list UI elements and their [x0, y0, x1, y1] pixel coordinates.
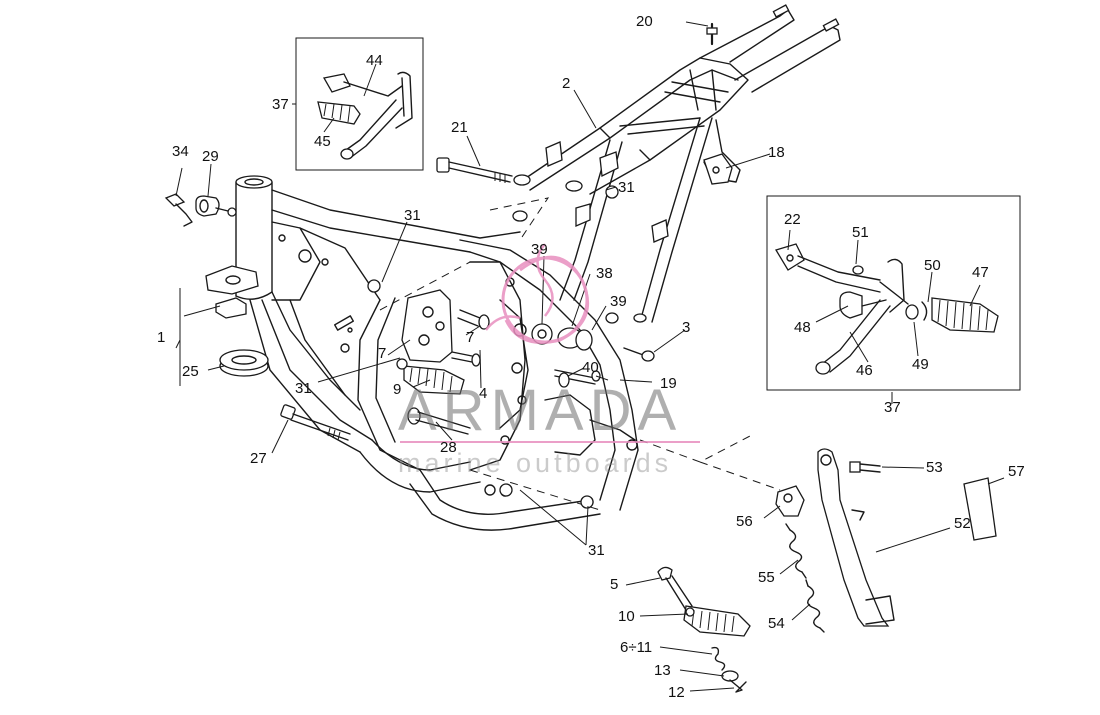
callout-1: 1 — [157, 329, 166, 346]
leader-lines — [175, 21, 1005, 692]
callout-45: 45 — [314, 133, 331, 150]
callout-53: 53 — [926, 459, 943, 476]
callout-56: 56 — [736, 513, 753, 530]
callout-19: 19 — [660, 375, 677, 392]
inset-left-footrest — [317, 71, 413, 160]
callout-5: 5 — [610, 576, 619, 593]
callout-51: 51 — [852, 224, 869, 241]
part-28-bolt — [407, 407, 471, 435]
callout-20: 20 — [636, 13, 653, 30]
callout-47: 47 — [972, 264, 989, 281]
callout-46: 46 — [856, 362, 873, 379]
callout-6-11: 6÷11 — [620, 639, 653, 656]
callout-37-inset-left: 37 — [272, 96, 289, 113]
callout-40: 40 — [582, 359, 599, 376]
part-9-footpeg — [403, 365, 465, 395]
inset-right-footrest — [775, 243, 999, 375]
callout-39-top: 39 — [531, 241, 548, 258]
part-20-bolt — [706, 22, 718, 46]
callout-48: 48 — [794, 319, 811, 336]
callout-25: 25 — [182, 363, 199, 380]
watermark-brand: ARMADA — [398, 378, 683, 443]
callout-7-left: 7 — [378, 345, 387, 362]
part-57-pad — [963, 477, 997, 541]
callout-37-inset-right: 37 — [884, 399, 901, 416]
callout-27: 27 — [250, 450, 267, 467]
callout-31-top: 31 — [618, 179, 635, 196]
callout-52: 52 — [954, 515, 971, 532]
part-38-39-40-pivot — [531, 312, 655, 388]
rear-subframe — [512, 4, 841, 323]
part-1-tab — [215, 297, 247, 319]
watermark-logo — [400, 243, 700, 443]
callout-4: 4 — [479, 385, 488, 402]
callout-31-left: 31 — [404, 207, 421, 224]
callout-2: 2 — [562, 75, 571, 92]
assembly-guides — [379, 197, 781, 511]
part-21-long-bolt — [436, 157, 513, 183]
callout-38: 38 — [596, 265, 613, 282]
part-34-29-clip — [164, 193, 237, 227]
side-stand — [775, 448, 895, 633]
callout-29: 29 — [202, 148, 219, 165]
callout-34: 34 — [172, 143, 189, 160]
callout-57: 57 — [1008, 463, 1025, 480]
callout-10: 10 — [618, 608, 635, 625]
callout-55: 55 — [758, 569, 775, 586]
callout-39-right: 39 — [610, 293, 627, 310]
inset-box-footrest-right — [766, 195, 1021, 391]
callout-31-bottom: 31 — [588, 542, 605, 559]
part-7-bracket-plate — [401, 289, 490, 367]
callout-44: 44 — [366, 52, 383, 69]
part-31-nuts — [367, 185, 619, 509]
callout-9: 9 — [393, 381, 402, 398]
callout-22: 22 — [784, 211, 801, 228]
callout-12: 12 — [668, 684, 685, 701]
callout-54: 54 — [768, 615, 785, 632]
part-27-long-bolt — [280, 404, 351, 441]
callout-13: 13 — [654, 662, 671, 679]
callout-50: 50 — [924, 257, 941, 274]
callout-21: 21 — [451, 119, 468, 136]
callout-3: 3 — [682, 319, 691, 336]
callout-49: 49 — [912, 356, 929, 373]
callout-7-right: 7 — [466, 329, 475, 346]
part-18-bracket — [703, 153, 733, 185]
callout-31-bottom-left: 31 — [295, 380, 312, 397]
watermark-tagline: marine outboards — [398, 448, 673, 478]
callout-28: 28 — [440, 439, 457, 456]
callout-18: 18 — [768, 144, 785, 161]
part-25-bushing — [219, 349, 269, 377]
